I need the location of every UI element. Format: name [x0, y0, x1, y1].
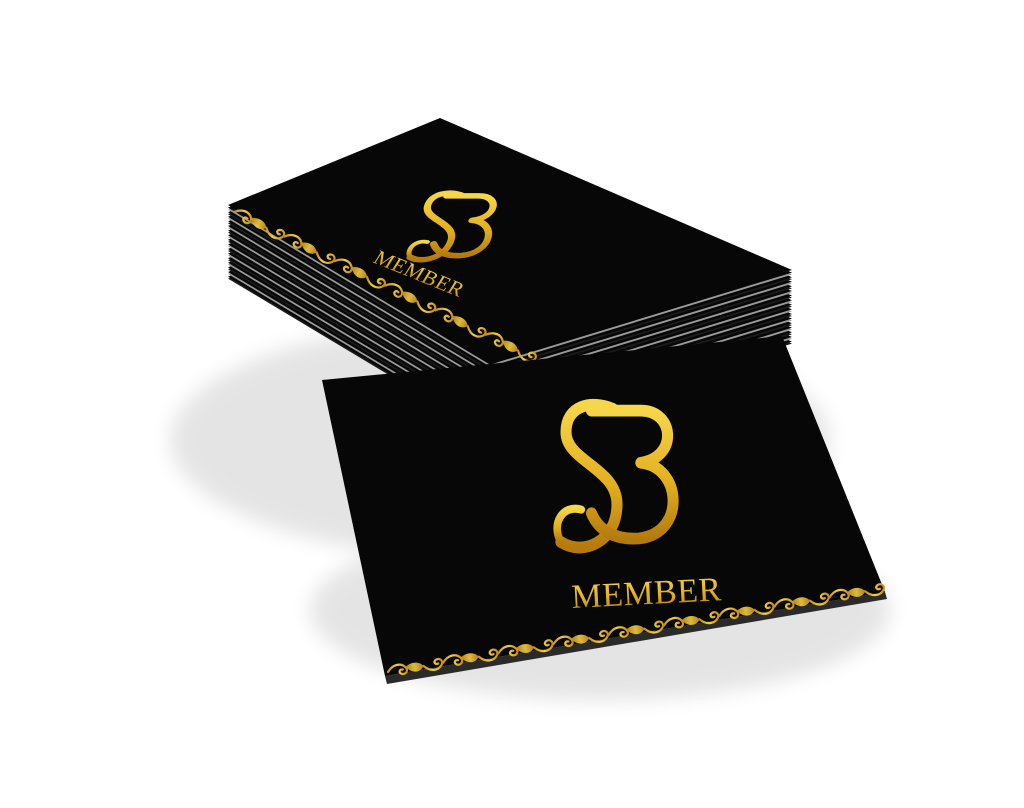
front-card-edge — [385, 592, 887, 684]
front-card-face — [322, 336, 885, 676]
front-member-text: MEMBER — [570, 571, 722, 616]
back-card-face — [228, 118, 792, 362]
front-card: MEMBER — [322, 336, 887, 684]
